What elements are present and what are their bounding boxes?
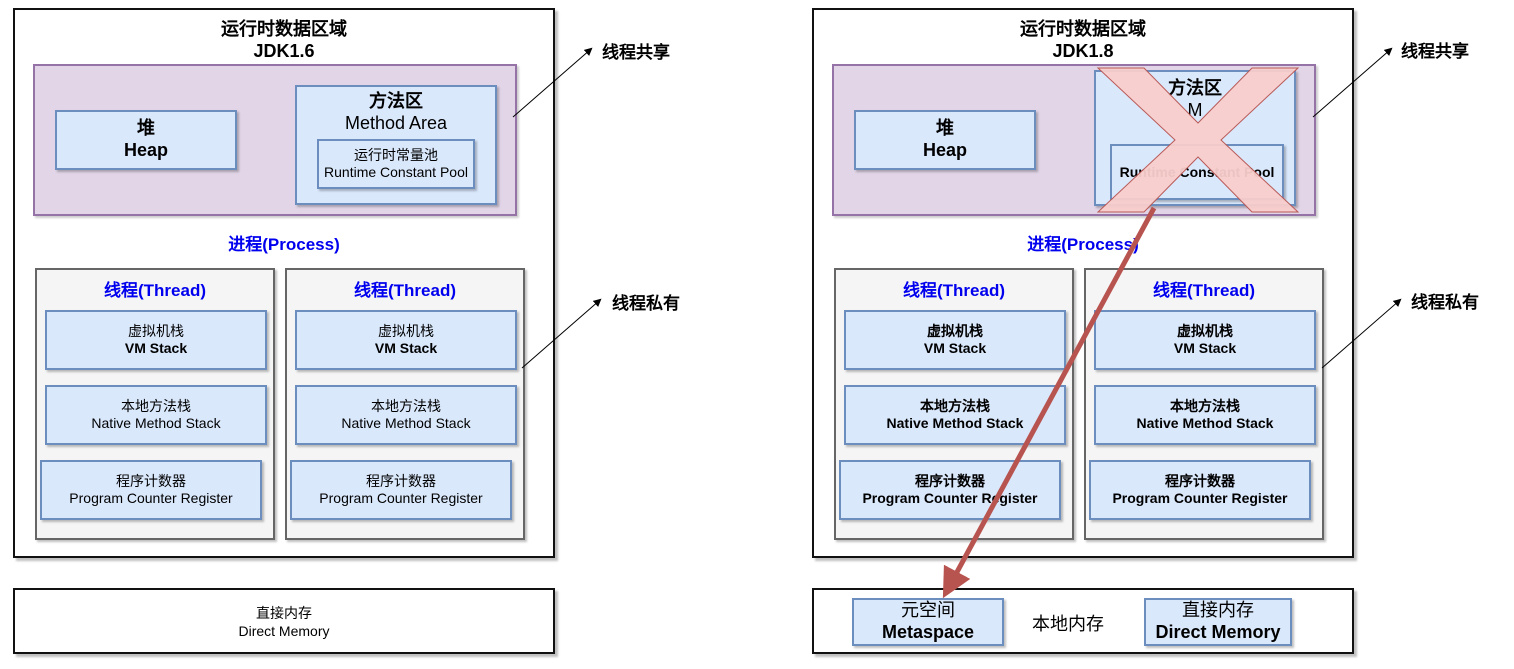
right-method-area-removed: 方法区 M Runtime Constant Pool <box>1094 70 1296 206</box>
right-shared-region: 堆 Heap 方法区 M Runtime Constant Pool <box>832 64 1316 216</box>
right-runtime-constant-pool-removed: Runtime Constant Pool <box>1110 144 1284 200</box>
thread-label: 线程(Thread) <box>1153 281 1255 300</box>
right-runtime-data-area: 运行时数据区域 JDK1.8 堆 Heap 方法区 M Runtime Cons… <box>812 8 1354 558</box>
right-shared-note: 线程共享 <box>1401 42 1469 61</box>
thread-label: 线程(Thread) <box>354 281 456 300</box>
right-heap: 堆 Heap <box>854 110 1036 170</box>
left-runtime-data-area: 运行时数据区域 JDK1.6 堆 Heap 方法区 Method Area 运行… <box>13 8 555 558</box>
vm-stack: 虚拟机栈 VM Stack <box>295 310 517 370</box>
vm-stack: 虚拟机栈 VM Stack <box>45 310 267 370</box>
thread-label: 线程(Thread) <box>903 281 1005 300</box>
metaspace: 元空间 Metaspace <box>852 598 1004 646</box>
left-shared-region: 堆 Heap 方法区 Method Area 运行时常量池 Runtime Co… <box>33 64 517 216</box>
right-private-note: 线程私有 <box>1411 293 1479 312</box>
left-heap: 堆 Heap <box>55 110 237 170</box>
left-method-area: 方法区 Method Area 运行时常量池 Runtime Constant … <box>295 85 497 205</box>
vm-stack: 虚拟机栈 VM Stack <box>1094 310 1316 370</box>
right-thread-1: 线程(Thread) 虚拟机栈 VM Stack 本地方法栈 Native Me… <box>834 268 1074 540</box>
left-direct-memory: 直接内存 Direct Memory <box>13 588 555 654</box>
program-counter-register: 程序计数器 Program Counter Register <box>290 460 512 520</box>
left-title: 运行时数据区域 JDK1.6 <box>221 19 347 61</box>
left-runtime-constant-pool: 运行时常量池 Runtime Constant Pool <box>317 139 475 189</box>
native-memory-label: 本地内存 <box>1032 614 1104 634</box>
program-counter-register: 程序计数器 Program Counter Register <box>839 460 1061 520</box>
left-process-label: 进程(Process) <box>228 235 340 254</box>
native-method-stack: 本地方法栈 Native Method Stack <box>295 385 517 445</box>
left-thread-2: 线程(Thread) 虚拟机栈 VM Stack 本地方法栈 Native Me… <box>285 268 525 540</box>
program-counter-register: 程序计数器 Program Counter Register <box>40 460 262 520</box>
native-method-stack: 本地方法栈 Native Method Stack <box>45 385 267 445</box>
right-direct-memory: 直接内存 Direct Memory <box>1144 598 1292 646</box>
program-counter-register: 程序计数器 Program Counter Register <box>1089 460 1311 520</box>
right-process-label: 进程(Process) <box>1027 235 1139 254</box>
left-shared-note: 线程共享 <box>602 43 670 62</box>
right-thread-2: 线程(Thread) 虚拟机栈 VM Stack 本地方法栈 Native Me… <box>1084 268 1324 540</box>
native-method-stack: 本地方法栈 Native Method Stack <box>1094 385 1316 445</box>
left-thread-1: 线程(Thread) 虚拟机栈 VM Stack 本地方法栈 Native Me… <box>35 268 275 540</box>
right-native-memory: 元空间 Metaspace 本地内存 直接内存 Direct Memory <box>812 588 1354 654</box>
vm-stack: 虚拟机栈 VM Stack <box>844 310 1066 370</box>
left-private-note: 线程私有 <box>612 294 680 313</box>
thread-label: 线程(Thread) <box>104 281 206 300</box>
right-title: 运行时数据区域 JDK1.8 <box>1020 19 1146 61</box>
native-method-stack: 本地方法栈 Native Method Stack <box>844 385 1066 445</box>
